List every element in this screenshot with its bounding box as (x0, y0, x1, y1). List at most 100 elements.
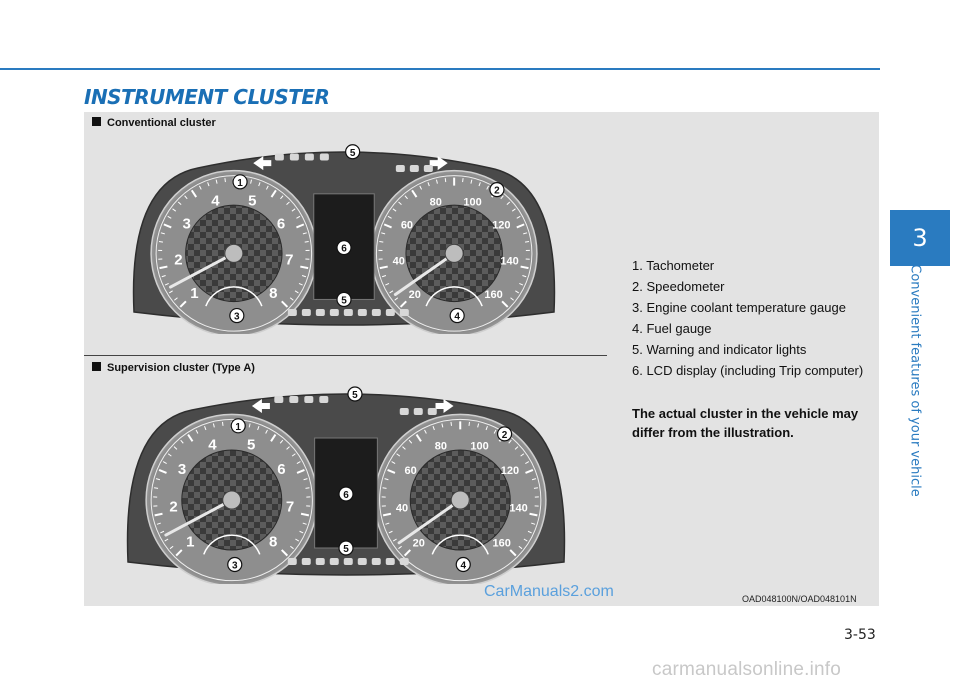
dial-tick (301, 275, 307, 278)
indicator-light-icon (304, 153, 314, 161)
right-turn-arrow-icon (429, 156, 448, 171)
dial-tick (427, 182, 430, 187)
indicator-light-icon (274, 153, 284, 161)
dial-tick (290, 545, 294, 550)
dial-tick (501, 300, 509, 308)
warning-light-icon (343, 558, 353, 565)
callout-marker: 6 (338, 486, 354, 502)
warning-light-icon (329, 558, 339, 565)
dial-tick (286, 446, 290, 450)
dial-tick (478, 182, 481, 187)
dial-tick (402, 446, 406, 450)
dial-tick (158, 241, 164, 243)
dial-tick (392, 208, 397, 212)
dial-tick (168, 290, 173, 294)
fuel-gauge-arc (431, 534, 489, 555)
dial-tick (207, 182, 210, 187)
warning-light-icon (357, 558, 367, 565)
needle-hub (224, 243, 244, 263)
dial-tick (525, 468, 534, 474)
dial-tick (524, 241, 530, 243)
gauge-needle (393, 251, 456, 297)
indicator-light-icon (395, 165, 405, 173)
warning-light-icon (287, 558, 297, 565)
caption-conventional: Conventional cluster (92, 117, 216, 129)
dial-tick (485, 426, 488, 431)
dial-tick (392, 538, 397, 542)
callout-circle (347, 386, 363, 402)
dial-tick (531, 478, 537, 481)
dial-tick (523, 232, 528, 235)
dial-tick (160, 530, 165, 534)
dial-tick (175, 549, 183, 557)
coolant-gauge-arc (205, 286, 263, 307)
footer-watermark[interactable]: carmanualsonline.info (652, 659, 842, 680)
dial-tick (303, 478, 308, 481)
watermark-link[interactable]: CarManuals2.com (484, 583, 614, 600)
callout-number: 4 (454, 312, 460, 323)
left-turn-arrow-icon (253, 156, 272, 171)
dial-number: 7 (286, 499, 294, 516)
dial-tick (384, 478, 389, 481)
callout-circle (449, 307, 465, 324)
callout-number: 5 (350, 148, 356, 159)
dial-tick (215, 179, 218, 184)
callout-circle (229, 307, 245, 324)
dial-tick (381, 275, 387, 278)
dial-tick (510, 297, 514, 301)
dial-tick (155, 478, 161, 481)
legend-item: 3. Engine coolant temperature gauge (632, 300, 846, 315)
chapter-tab[interactable]: 3 (890, 210, 950, 266)
indicator-light-icon (319, 396, 329, 403)
dial-tick (516, 223, 525, 229)
dial-tick (154, 487, 159, 489)
warning-light-icon (399, 309, 409, 317)
dial-tick (299, 530, 304, 534)
legend-item: 5. Warning and indicator lights (632, 342, 807, 357)
needle-hub (222, 490, 242, 510)
callout-number: 3 (232, 561, 238, 572)
dial-number: 140 (509, 503, 527, 515)
header-rule (0, 68, 880, 70)
left-turn-arrow-icon (251, 399, 270, 413)
figure-divider (84, 355, 607, 356)
dial-tick (184, 195, 188, 200)
dial-tick (174, 297, 178, 301)
dial-tick (382, 512, 392, 517)
page-number: 3-53 (844, 627, 876, 643)
indicator-light-icon (427, 408, 437, 415)
dial-tick (296, 468, 305, 474)
dial-tick (522, 275, 527, 278)
dial-tick (520, 265, 529, 270)
dial-tick (514, 446, 519, 450)
dial-number: 80 (435, 441, 447, 453)
dial-tick (294, 290, 299, 294)
warning-light-icon (315, 558, 325, 565)
dial-tick (161, 275, 166, 278)
dial-tick (163, 223, 172, 229)
callout-circle (230, 418, 246, 434)
dial-tick (187, 434, 194, 442)
callout-marker: 2 (489, 181, 505, 198)
callout-number: 5 (341, 295, 347, 306)
callout-circle (338, 540, 354, 556)
dial-tick (379, 265, 388, 270)
dial-tick (289, 297, 294, 301)
indicator-light-icon (409, 165, 419, 173)
dial-tick (403, 549, 411, 557)
dial-tick (383, 223, 392, 229)
dial-tick (179, 300, 187, 308)
dial-tick (265, 185, 269, 190)
dial-tick (419, 185, 423, 190)
warning-light-icon (301, 309, 311, 317)
callout-number: 4 (460, 561, 466, 572)
dial-number: 60 (404, 465, 416, 477)
indicator-light-icon (289, 153, 299, 161)
dial-number: 6 (277, 216, 285, 233)
dial-tick (302, 232, 307, 235)
dial-tick (432, 426, 435, 431)
dial-tick (408, 439, 413, 444)
dial-tick (296, 223, 305, 229)
dial-tick (515, 290, 520, 294)
